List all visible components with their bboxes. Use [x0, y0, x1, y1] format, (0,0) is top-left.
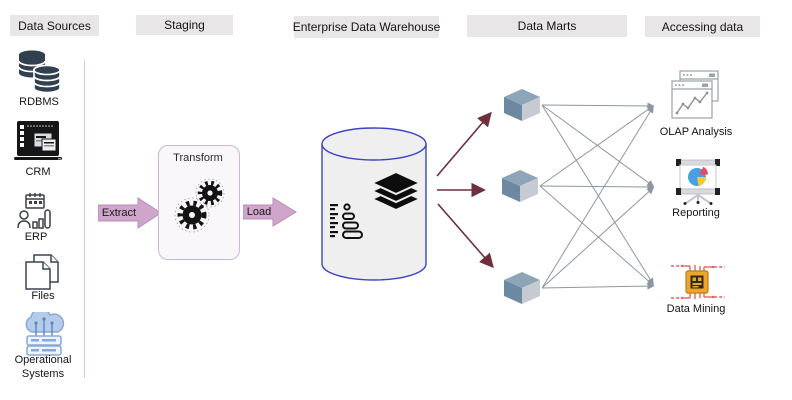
extract-label: Extract [101, 207, 137, 219]
data-mart-cube [502, 170, 538, 202]
documents-icon [25, 254, 59, 290]
load-flow-arrow: Load [243, 196, 297, 228]
data-mining-label: Data Mining [666, 303, 726, 315]
transform-label: Transform [173, 152, 223, 164]
header-data-sources: Data Sources [10, 15, 99, 36]
operational-systems-label: Operational Systems [14, 354, 72, 380]
files-label: Files [31, 290, 55, 302]
cloud-servers-icon [25, 312, 65, 356]
browser-windows-chart-icon [671, 70, 719, 119]
sources-divider [84, 60, 85, 378]
crm-terminal-icon [14, 121, 62, 160]
load-label: Load [246, 206, 272, 218]
erp-person-chart-icon [17, 193, 51, 229]
arrow-right-icon [243, 197, 297, 227]
header-staging: Staging [136, 15, 233, 35]
access-lines [539, 102, 655, 290]
crm-label: CRM [25, 166, 51, 178]
data-list-icon [330, 203, 363, 239]
transform-box [158, 145, 240, 260]
layers-icon [370, 170, 422, 212]
data-mart-cube [504, 89, 540, 121]
database-stack-icon [19, 50, 61, 94]
mart-arrows [436, 111, 494, 269]
cpu-chip-circuit-icon [671, 264, 725, 300]
olap-analysis-label: OLAP Analysis [659, 126, 733, 138]
arrow-right-icon [98, 197, 162, 229]
gears-icon [174, 178, 225, 233]
reporting-label: Reporting [672, 207, 720, 219]
erp-label: ERP [24, 231, 48, 243]
data-mart-cube [504, 272, 540, 304]
extract-flow-arrow: Extract [98, 197, 162, 229]
header-enterprise-data-warehouse: Enterprise Data Warehouse [293, 16, 440, 38]
header-accessing-data: Accessing data [645, 16, 760, 37]
rdbms-label: RDBMS [19, 96, 59, 108]
header-data-marts: Data Marts [467, 15, 627, 37]
presentation-pie-chart-icon [676, 159, 720, 205]
